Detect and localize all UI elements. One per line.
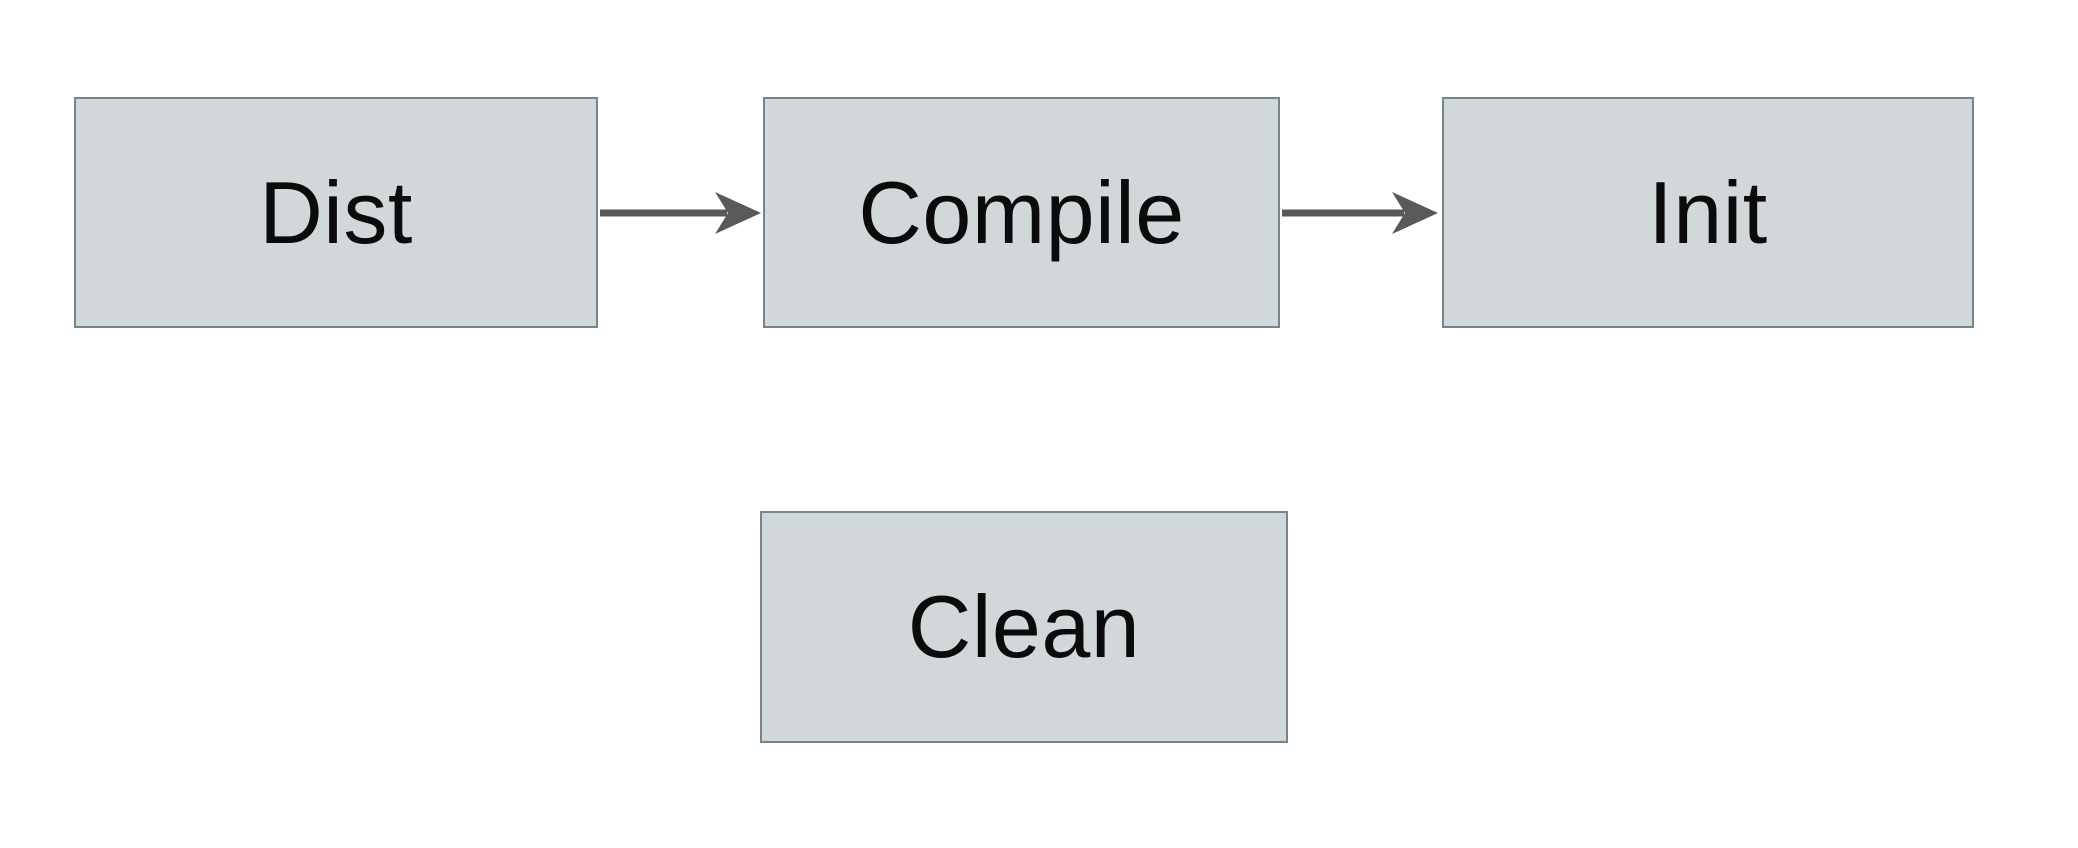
node-init[interactable]: Init xyxy=(1442,97,1974,328)
node-clean[interactable]: Clean xyxy=(760,511,1288,743)
node-compile-label: Compile xyxy=(858,162,1185,262)
node-dist-label: Dist xyxy=(259,162,413,262)
node-init-label: Init xyxy=(1648,162,1768,262)
node-clean-label: Clean xyxy=(907,577,1141,676)
node-compile[interactable]: Compile xyxy=(763,97,1280,328)
arrow-compile-to-init[interactable] xyxy=(1282,192,1438,234)
node-dist[interactable]: Dist xyxy=(74,97,598,328)
arrow-dist-to-compile[interactable] xyxy=(600,192,761,234)
